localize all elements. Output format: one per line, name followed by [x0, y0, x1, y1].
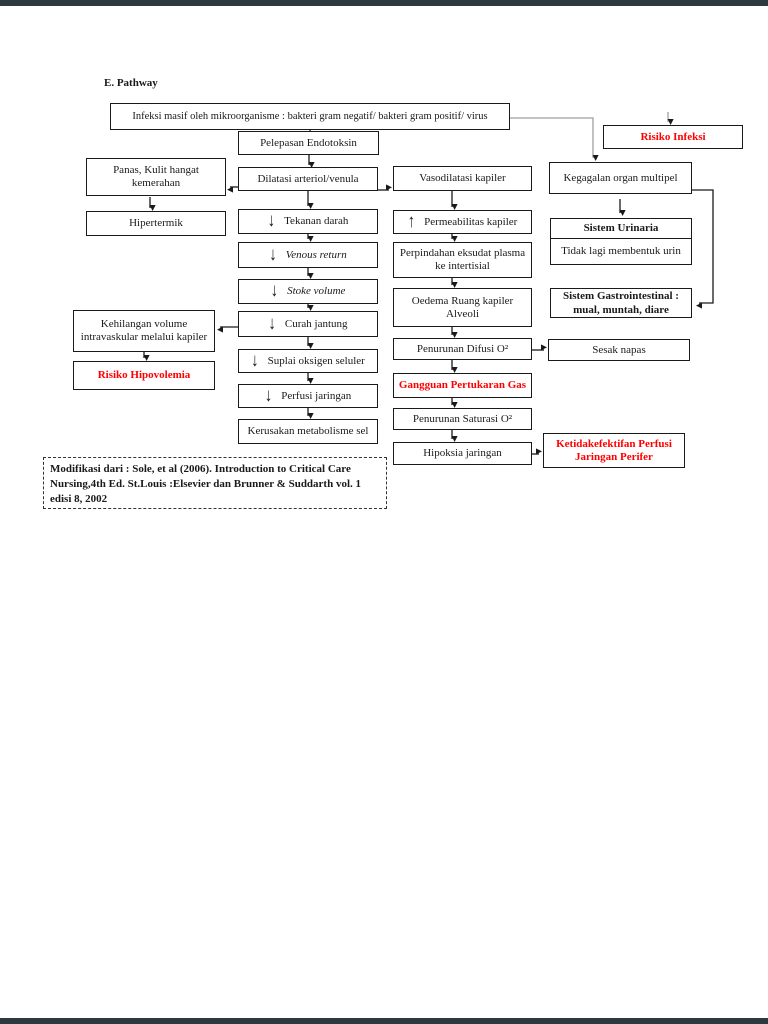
node-perfusi-jaringan: ↓ Perfusi jaringan	[238, 384, 378, 408]
node-label: Hipertermik	[129, 217, 183, 229]
down-arrow-icon: ↓	[270, 280, 279, 301]
node-label: Kerusakan metabolisme sel	[247, 425, 369, 437]
node-hipoksia-jaringan: Hipoksia jaringan	[393, 442, 532, 465]
citation-text: Modifikasi dari : Sole, et al (2006). In…	[50, 463, 362, 505]
node-hipertermik: Hipertermik	[86, 211, 226, 236]
node-label: Panas, Kulit hangat kemerahan	[113, 164, 199, 189]
node-stoke-volume: ↓ Stoke volume	[238, 279, 378, 304]
node-gangguan-pertukaran-gas: Gangguan Pertukaran Gas	[393, 373, 532, 398]
node-venous-return: ↓ Venous return	[238, 242, 378, 268]
node-label: Tekanan darah	[284, 215, 349, 227]
node-label: Perpindahan eksudat plasma ke intertisia…	[399, 247, 526, 272]
node-label: Oedema Ruang kapiler Alveoli	[411, 294, 514, 320]
node-label: Vasodilatasi kapiler	[419, 172, 506, 184]
node-vasodilatasi-kapiler: Vasodilatasi kapiler	[393, 166, 532, 191]
gastro-line2: mual, muntah, diare	[573, 304, 669, 316]
node-permeabilitas-kapiler: ↑ Permeabilitas kapiler	[393, 210, 532, 234]
node-label: Pelepasan Endotoksin	[260, 136, 357, 149]
node-suplai-oksigen: ↓ Suplai oksigen seluler	[238, 349, 378, 373]
node-label: Risiko Infeksi	[640, 130, 706, 143]
node-label: Hipoksia jaringan	[423, 447, 502, 459]
node-label: Curah jantung	[284, 317, 348, 330]
down-arrow-icon: ↓	[268, 313, 276, 334]
node-penurunan-saturasi: Penurunan Saturasi O²	[393, 408, 532, 430]
down-arrow-icon: ↓	[251, 350, 259, 371]
node-label: Suplai oksigen seluler	[267, 354, 365, 367]
node-sistem-gastrointestinal: Sistem Gastrointestinal : mual, muntah, …	[550, 288, 692, 318]
node-perpindahan-eksudat: Perpindahan eksudat plasma ke intertisia…	[393, 242, 532, 278]
node-panas-kulit: Panas, Kulit hangat kemerahan	[86, 158, 226, 196]
down-arrow-icon: ↓	[267, 210, 276, 231]
node-infeksi-masif: Infeksi masif oleh mikroorganisme : bakt…	[110, 103, 510, 130]
urinaria-body: Tidak lagi membentuk urin	[561, 245, 681, 257]
node-risiko-hipovolemia: Risiko Hipovolemia	[73, 361, 215, 390]
node-label: Perfusi jaringan	[281, 389, 352, 402]
citation-box: Modifikasi dari : Sole, et al (2006). In…	[43, 457, 387, 509]
node-label: Infeksi masif oleh mikroorganisme : bakt…	[132, 111, 488, 122]
node-label: Risiko Hipovolemia	[97, 369, 191, 381]
node-label: Dilatasi arteriol/venula	[257, 172, 359, 185]
node-curah-jantung: ↓ Curah jantung	[238, 311, 378, 337]
node-label: Kehilangan volume intravaskular melalui …	[80, 318, 208, 343]
node-tekanan-darah: ↓ Tekanan darah	[238, 209, 378, 234]
node-label: Penurunan Difusi O²	[416, 342, 509, 355]
node-sesak-napas: Sesak napas	[548, 339, 690, 361]
node-oedema-ruang-kapiler: Oedema Ruang kapiler Alveoli	[393, 288, 532, 327]
urinaria-title: Sistem Urinaria	[551, 219, 691, 239]
down-arrow-icon: ↓	[264, 385, 273, 406]
node-label: Penurunan Saturasi O²	[412, 412, 513, 425]
node-dilatasi-arteriol: Dilatasi arteriol/venula	[238, 167, 378, 191]
node-penurunan-difusi: Penurunan Difusi O²	[393, 338, 532, 360]
node-kerusakan-metabolisme: Kerusakan metabolisme sel	[238, 419, 378, 444]
node-ketidakefektifan-perfusi: Ketidakefektifan Perfusi Jaringan Perife…	[543, 433, 685, 468]
viewer-top-bar	[0, 0, 768, 6]
page-title: E. Pathway	[104, 77, 158, 89]
node-sistem-urinaria: Sistem Urinaria Tidak lagi membentuk uri…	[550, 218, 692, 265]
gastro-line1: Sistem Gastrointestinal :	[563, 290, 679, 302]
node-label: Permeabilitas kapiler	[424, 215, 518, 228]
down-arrow-icon: ↓	[269, 244, 277, 265]
node-kehilangan-volume: Kehilangan volume intravaskular melalui …	[73, 310, 215, 352]
node-label: Kegagalan organ multipel	[563, 171, 678, 184]
up-arrow-icon: ↑	[407, 211, 416, 232]
node-label: Ketidakefektifan Perfusi Jaringan Perife…	[556, 437, 672, 463]
node-label: Sesak napas	[592, 343, 646, 356]
node-pelepasan-endotoksin: Pelepasan Endotoksin	[238, 131, 379, 155]
node-kegagalan-organ: Kegagalan organ multipel	[549, 162, 692, 194]
node-label: Stoke volume	[287, 285, 346, 297]
node-risiko-infeksi: Risiko Infeksi	[603, 125, 743, 149]
node-label: Venous return	[285, 248, 347, 261]
viewer-bottom-bar	[0, 1018, 768, 1024]
node-label: Gangguan Pertukaran Gas	[398, 379, 527, 391]
